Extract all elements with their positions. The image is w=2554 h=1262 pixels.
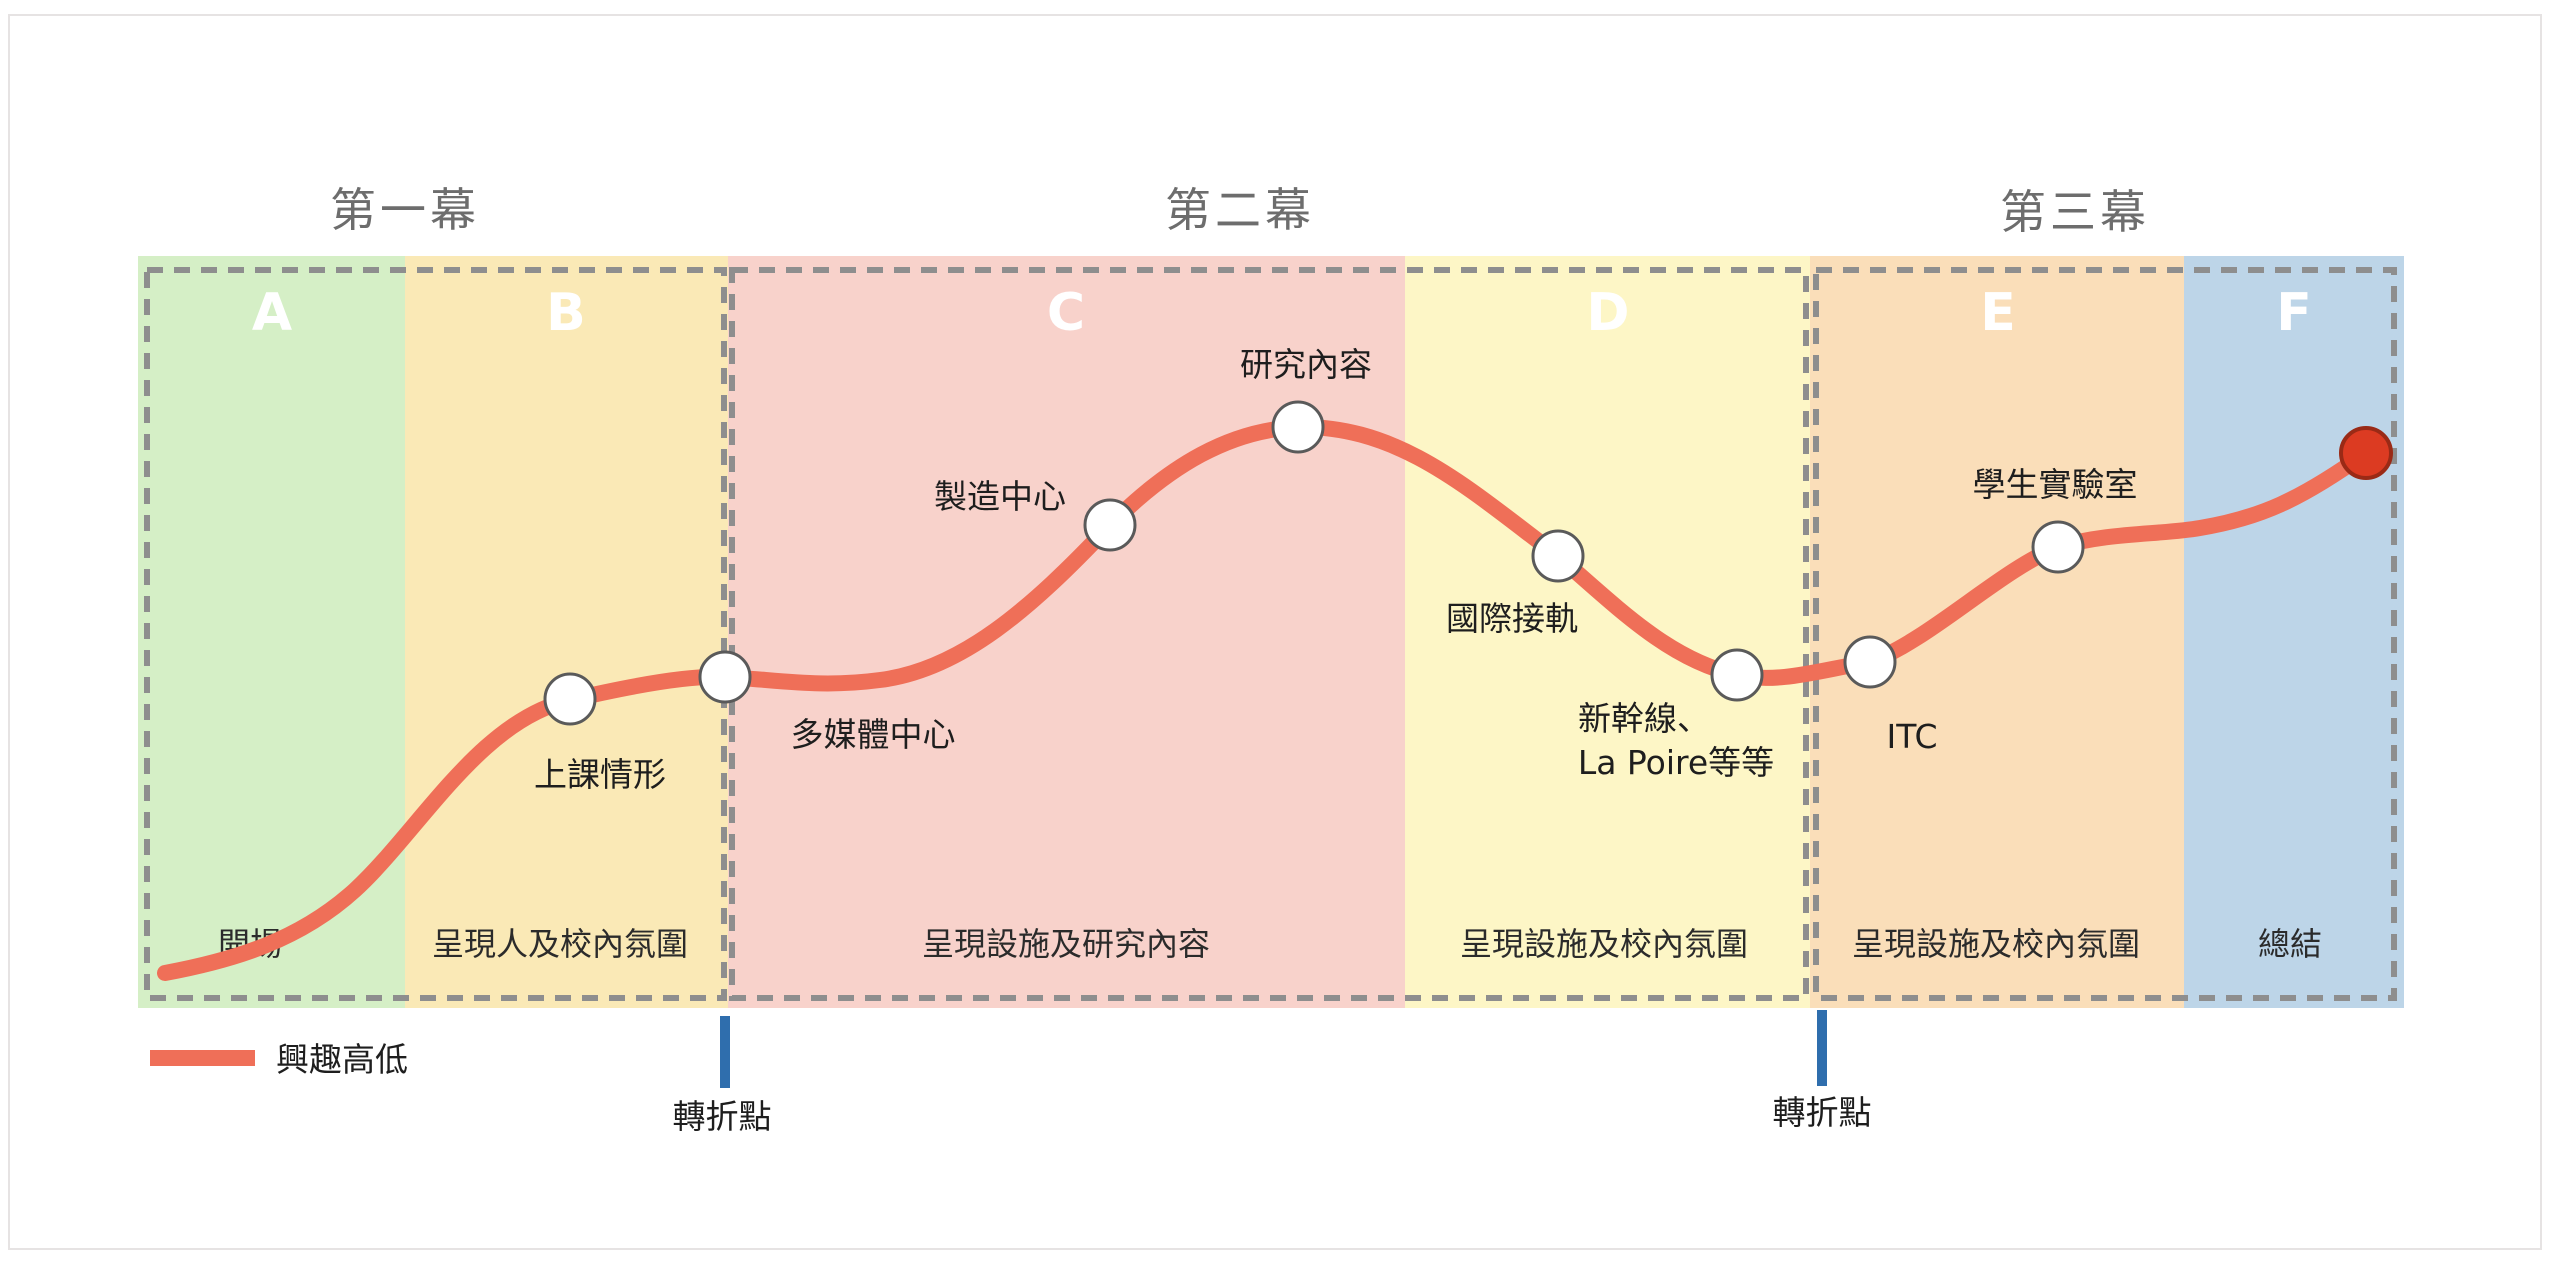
milestone-label-3: 製造中心	[934, 477, 1066, 516]
milestone-marker-3	[1083, 498, 1137, 552]
segment-e-band	[1810, 256, 2184, 1008]
segment-d-caption: 呈現設施及校內氛圍	[1460, 925, 1748, 963]
milestone-marker-2	[698, 650, 752, 704]
segment-a-band	[138, 256, 405, 1008]
turning-point-label-2: 轉折點	[1773, 1093, 1872, 1132]
milestone-label-7: ITC	[1887, 717, 1938, 756]
milestone-label-8: 學生實驗室	[1973, 465, 2138, 504]
legend-label: 興趣高低	[276, 1040, 408, 1079]
milestone-marker-4	[1271, 400, 1325, 454]
segment-d-band	[1405, 256, 1810, 1008]
milestone-label-1: 上課情形	[534, 755, 666, 794]
milestone-label-6b: La Poire等等	[1578, 743, 1774, 782]
segment-b-caption: 呈現人及校內氛圍	[432, 925, 688, 963]
turning-point-marker-1	[720, 1016, 730, 1088]
segment-f-letter: F	[2276, 283, 2312, 343]
segment-f-band	[2184, 256, 2404, 1008]
milestone-marker-1	[543, 672, 597, 726]
segment-f-caption: 總結	[2258, 925, 2322, 963]
segment-a-letter: A	[252, 283, 292, 343]
milestone-label-5: 國際接軌	[1446, 599, 1578, 638]
milestone-marker-7	[1843, 635, 1897, 689]
milestone-label-2: 多媒體中心	[791, 715, 956, 754]
segment-b-letter: B	[546, 283, 586, 343]
milestone-label-6a: 新幹線、	[1578, 699, 1710, 738]
act-3-box	[1813, 267, 2397, 1001]
act-2-box	[729, 267, 1809, 1001]
act-1-title: 第一幕	[330, 183, 480, 237]
segment-e-letter: E	[1980, 283, 2016, 343]
milestone-label-4: 研究內容	[1240, 345, 1372, 384]
segment-b-band	[405, 256, 728, 1008]
act-3-title: 第三幕	[2000, 185, 2150, 239]
milestone-marker-8	[2031, 520, 2085, 574]
turning-point-marker-2	[1817, 1010, 1827, 1086]
act-1-box	[144, 267, 727, 1001]
segment-d-letter: D	[1586, 283, 1629, 343]
act-2-title: 第二幕	[1165, 183, 1315, 237]
end-marker	[2339, 426, 2393, 480]
segment-c-band	[728, 256, 1405, 1008]
segment-c-letter: C	[1047, 283, 1085, 343]
milestone-marker-5	[1531, 529, 1585, 583]
turning-point-label-1: 轉折點	[673, 1097, 772, 1136]
segment-c-caption: 呈現設施及研究內容	[922, 925, 1210, 963]
segment-e-caption: 呈現設施及校內氛圍	[1852, 925, 2140, 963]
milestone-marker-6	[1710, 648, 1764, 702]
